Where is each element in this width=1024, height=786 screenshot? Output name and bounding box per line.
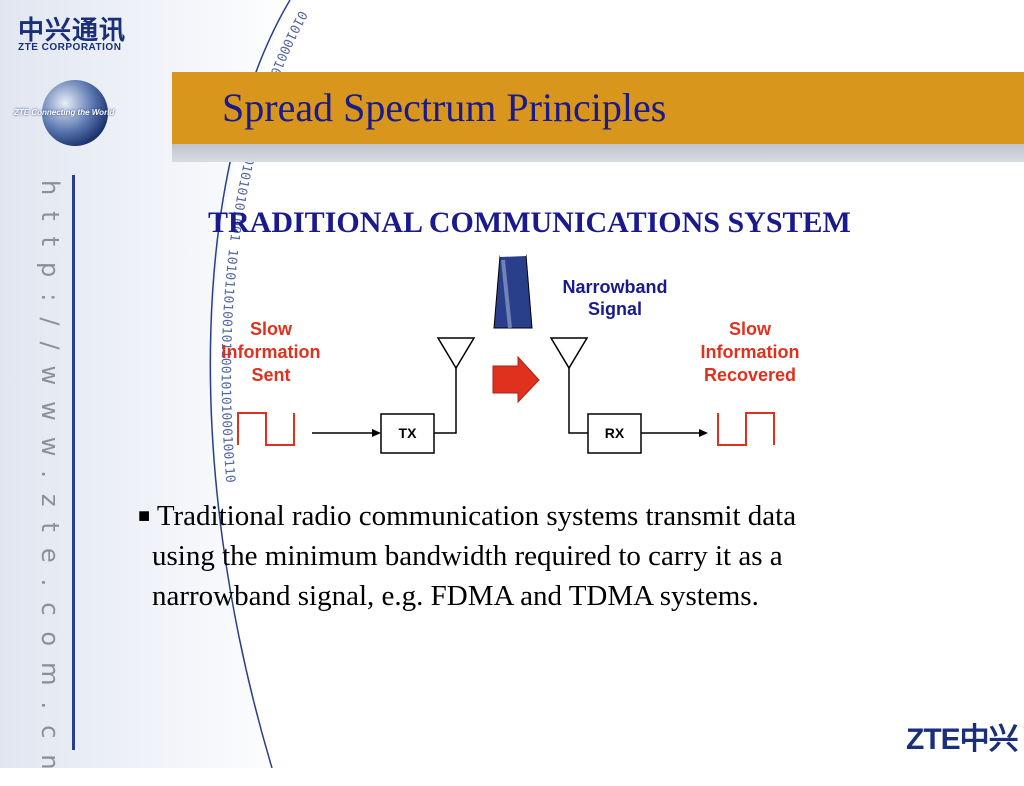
title-band [172,72,1024,144]
logo-chinese: 中兴通讯 [18,16,127,46]
tx-box [380,413,435,454]
bullet-line-1: Traditional radio communication systems … [156,500,797,532]
vertical-divider [72,175,75,750]
bullet-marker: ■ [138,505,151,527]
title-shadow [172,144,1024,162]
output-square-wave [717,412,775,446]
signal-label: Narrowband Signal [562,277,668,319]
slide-title: Spread Spectrum Principles [222,85,667,130]
rx-box [587,413,642,454]
globe-icon [42,80,108,146]
transmission-arrow [492,355,540,404]
narrowband-signal-shape [493,254,533,329]
input-square-wave [237,412,295,446]
bullet-line-3: narrowband signal, e.g. FDMA and TDMA sy… [152,580,759,612]
bullet-paragraph: ■ Traditional radio communication system… [138,496,938,616]
bottom-brand-logo: ZTE中兴 [906,723,1019,756]
bullet-line-2: using the minimum bandwidth required to … [152,540,783,572]
left-label: Slow Information Sent [221,319,321,385]
tx-antenna [436,337,476,370]
vertical-url: http://www.zte.com.cn [36,180,64,786]
right-label: Slow Information Recovered [700,319,800,385]
globe-tagline: ZTE Connecting the World [14,108,115,117]
logo-english: ZTE CORPORATION [18,42,122,53]
tx-label: TX [398,425,417,441]
rx-label: RX [604,425,625,441]
communication-diagram [237,254,775,454]
background-decoration: 0101000101010101101001010101001 10101101… [0,0,310,768]
slide-subtitle: TRADITIONAL COMMUNICATIONS SYSTEM [208,206,851,239]
rx-antenna [549,337,589,370]
